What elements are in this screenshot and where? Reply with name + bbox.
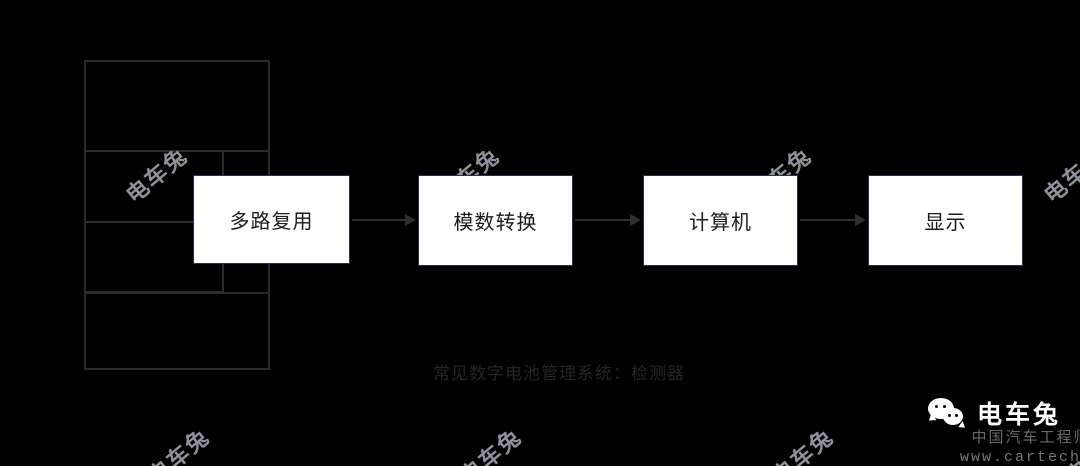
block-computer[interactable]: 计算机: [643, 175, 798, 266]
wechat-bubble-large-tail: [928, 413, 939, 423]
cell-tap-line-1: [84, 150, 224, 152]
cell-tap-line-3: [84, 292, 224, 294]
watermark-tile: 电车兔: [455, 423, 527, 466]
wechat-icon: [928, 396, 970, 430]
site-watermark-url: www.cartech8.com: [960, 449, 1080, 466]
brand-name: 电车兔: [977, 401, 1062, 429]
brand-logo[interactable]: 电车兔: [928, 395, 1061, 431]
watermark-tile: 电车兔: [1061, 423, 1080, 466]
block-display[interactable]: 显示: [868, 175, 1023, 266]
sense-lead-to-mux-3: [224, 292, 270, 294]
cell-bus-vertical: [84, 60, 86, 370]
watermark-tile: 电车兔: [143, 423, 215, 466]
block-multiplexer[interactable]: 多路复用: [193, 175, 350, 264]
watermark-tile: 电车兔: [1039, 142, 1080, 208]
wechat-bubble-small-tail: [956, 421, 966, 430]
arrow-adc-to-computer: [575, 213, 641, 227]
sense-lead-to-mux-1: [224, 150, 270, 152]
arrow-computer-to-display: [800, 213, 866, 227]
site-watermark: 中国汽车工程师之家 www.cartech8.com: [960, 426, 1080, 466]
cell-tap-line-2: [84, 221, 224, 223]
block-adc[interactable]: 模数转换: [418, 175, 573, 266]
watermark-tile: 电车兔: [767, 423, 839, 466]
diagram-caption: 常见数字电池管理系统：检测器: [433, 364, 685, 383]
arrow-mux-to-adc: [352, 213, 416, 227]
wechat-bubble-small: [943, 408, 963, 425]
